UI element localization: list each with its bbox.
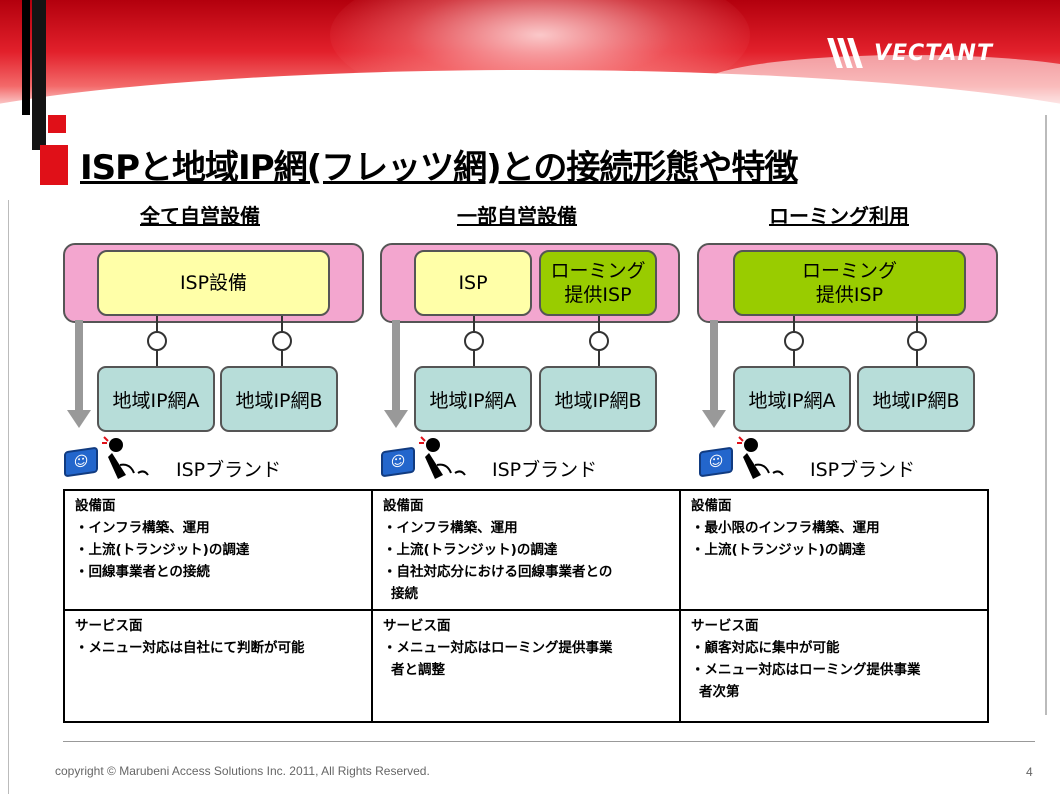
roaming-isp-box: ローミング 提供ISP	[733, 250, 966, 316]
left-accent-bar	[22, 0, 30, 115]
isp-brand-label: ISPブランド	[492, 459, 598, 481]
isp-brand-label: ISPブランド	[810, 459, 916, 481]
column-heading-roaming: ローミング利用	[769, 204, 909, 228]
table-cell: 設備面 ・最小限のインフラ構築、運用 ・上流(トランジット)の調達	[679, 489, 989, 611]
column-heading-partial-own: 一部自営設備	[457, 204, 577, 228]
connector-icon	[589, 331, 609, 351]
table-cell: サービス面 ・メニュー対応はローミング提供事業 者と調整	[371, 609, 681, 723]
person-icon	[102, 436, 149, 479]
down-arrow-head	[67, 410, 91, 428]
footer-divider	[63, 741, 1035, 742]
cell-item: ・最小限のインフラ構築、運用	[691, 520, 880, 536]
column-heading-all-own: 全て自営設備	[140, 204, 260, 228]
cell-heading: 設備面	[75, 498, 116, 514]
regional-network-a: 地域IP網A	[414, 366, 532, 432]
table-cell: サービス面 ・メニュー対応は自社にて判断が可能	[63, 609, 373, 723]
person-icon	[737, 436, 784, 479]
comparison-table: 設備面 ・インフラ構築、運用 ・上流(トランジット)の調達 ・回線事業者との接続…	[63, 489, 989, 723]
cell-item: ・メニュー対応はローミング提供事業	[383, 640, 613, 656]
connector-icon	[272, 331, 292, 351]
connector-icon	[784, 331, 804, 351]
cell-item: ・メニュー対応は自社にて判断が可能	[75, 640, 305, 656]
logo-text: VECTANT	[874, 40, 993, 66]
cell-heading: サービス面	[383, 618, 451, 634]
isp-brand-label: ISPブランド	[176, 459, 282, 481]
cell-item: ・メニュー対応はローミング提供事業	[691, 662, 921, 678]
table-cell: 設備面 ・インフラ構築、運用 ・上流(トランジット)の調達 ・回線事業者との接続	[63, 489, 373, 611]
table-cell: サービス面 ・顧客対応に集中が可能 ・メニュー対応はローミング提供事業 者次第	[679, 609, 989, 723]
table-row-equipment: 設備面 ・インフラ構築、運用 ・上流(トランジット)の調達 ・回線事業者との接続…	[63, 489, 989, 611]
regional-network-b: 地域IP網B	[539, 366, 657, 432]
cell-item: 者次第	[699, 684, 740, 700]
cell-heading: サービス面	[691, 618, 759, 634]
cell-item: ・インフラ構築、運用	[75, 520, 210, 536]
cell-heading: 設備面	[691, 498, 732, 514]
regional-network-a: 地域IP網A	[97, 366, 215, 432]
page-number: 4	[1026, 765, 1033, 779]
slide-edge-left	[8, 200, 9, 794]
cell-item: ・回線事業者との接続	[75, 564, 210, 580]
cell-item: 者と調整	[391, 662, 445, 678]
cell-item: 接続	[391, 586, 418, 602]
down-arrow-head	[702, 410, 726, 428]
vectant-mark-icon	[827, 38, 868, 68]
cell-item: ・顧客対応に集中が可能	[691, 640, 840, 656]
page-title: ISPと地域IP網(フレッツ網)との接続形態や特徴	[80, 148, 798, 188]
down-arrow-icon	[710, 320, 718, 412]
cell-item: ・上流(トランジット)の調達	[383, 542, 558, 558]
down-arrow-icon	[75, 320, 83, 412]
connector-icon	[464, 331, 484, 351]
connector-icon	[907, 331, 927, 351]
copyright-text: copyright © Marubeni Access Solutions In…	[55, 764, 430, 778]
header-banner	[0, 0, 1060, 115]
connector-icon	[147, 331, 167, 351]
cell-item: ・上流(トランジット)の調達	[75, 542, 250, 558]
title-marker-bar	[40, 145, 68, 185]
cell-item: ・インフラ構築、運用	[383, 520, 518, 536]
pc-icon: ☺	[699, 446, 733, 478]
down-arrow-head	[384, 410, 408, 428]
cell-item: ・自社対応分における回線事業者との	[383, 564, 613, 580]
regional-network-a: 地域IP網A	[733, 366, 851, 432]
left-accent-bar-2	[32, 0, 46, 150]
table-cell: 設備面 ・インフラ構築、運用 ・上流(トランジット)の調達 ・自社対応分における…	[371, 489, 681, 611]
slide-edge	[1045, 115, 1047, 715]
isp-own-box: ISP	[414, 250, 532, 316]
isp-equipment-box: ISP設備	[97, 250, 330, 316]
banner-swoosh-light	[700, 55, 1060, 115]
pc-icon: ☺	[381, 446, 415, 478]
cell-heading: 設備面	[383, 498, 424, 514]
pc-icon: ☺	[64, 446, 98, 478]
vectant-logo: VECTANT	[827, 38, 993, 68]
cell-item: ・上流(トランジット)の調達	[691, 542, 866, 558]
regional-network-b: 地域IP網B	[857, 366, 975, 432]
title-marker-dot	[48, 115, 66, 133]
cell-heading: サービス面	[75, 618, 143, 634]
down-arrow-icon	[392, 320, 400, 412]
person-icon	[419, 436, 466, 479]
table-row-service: サービス面 ・メニュー対応は自社にて判断が可能 サービス面 ・メニュー対応はロー…	[63, 609, 989, 723]
roaming-isp-box: ローミング 提供ISP	[539, 250, 657, 316]
regional-network-b: 地域IP網B	[220, 366, 338, 432]
